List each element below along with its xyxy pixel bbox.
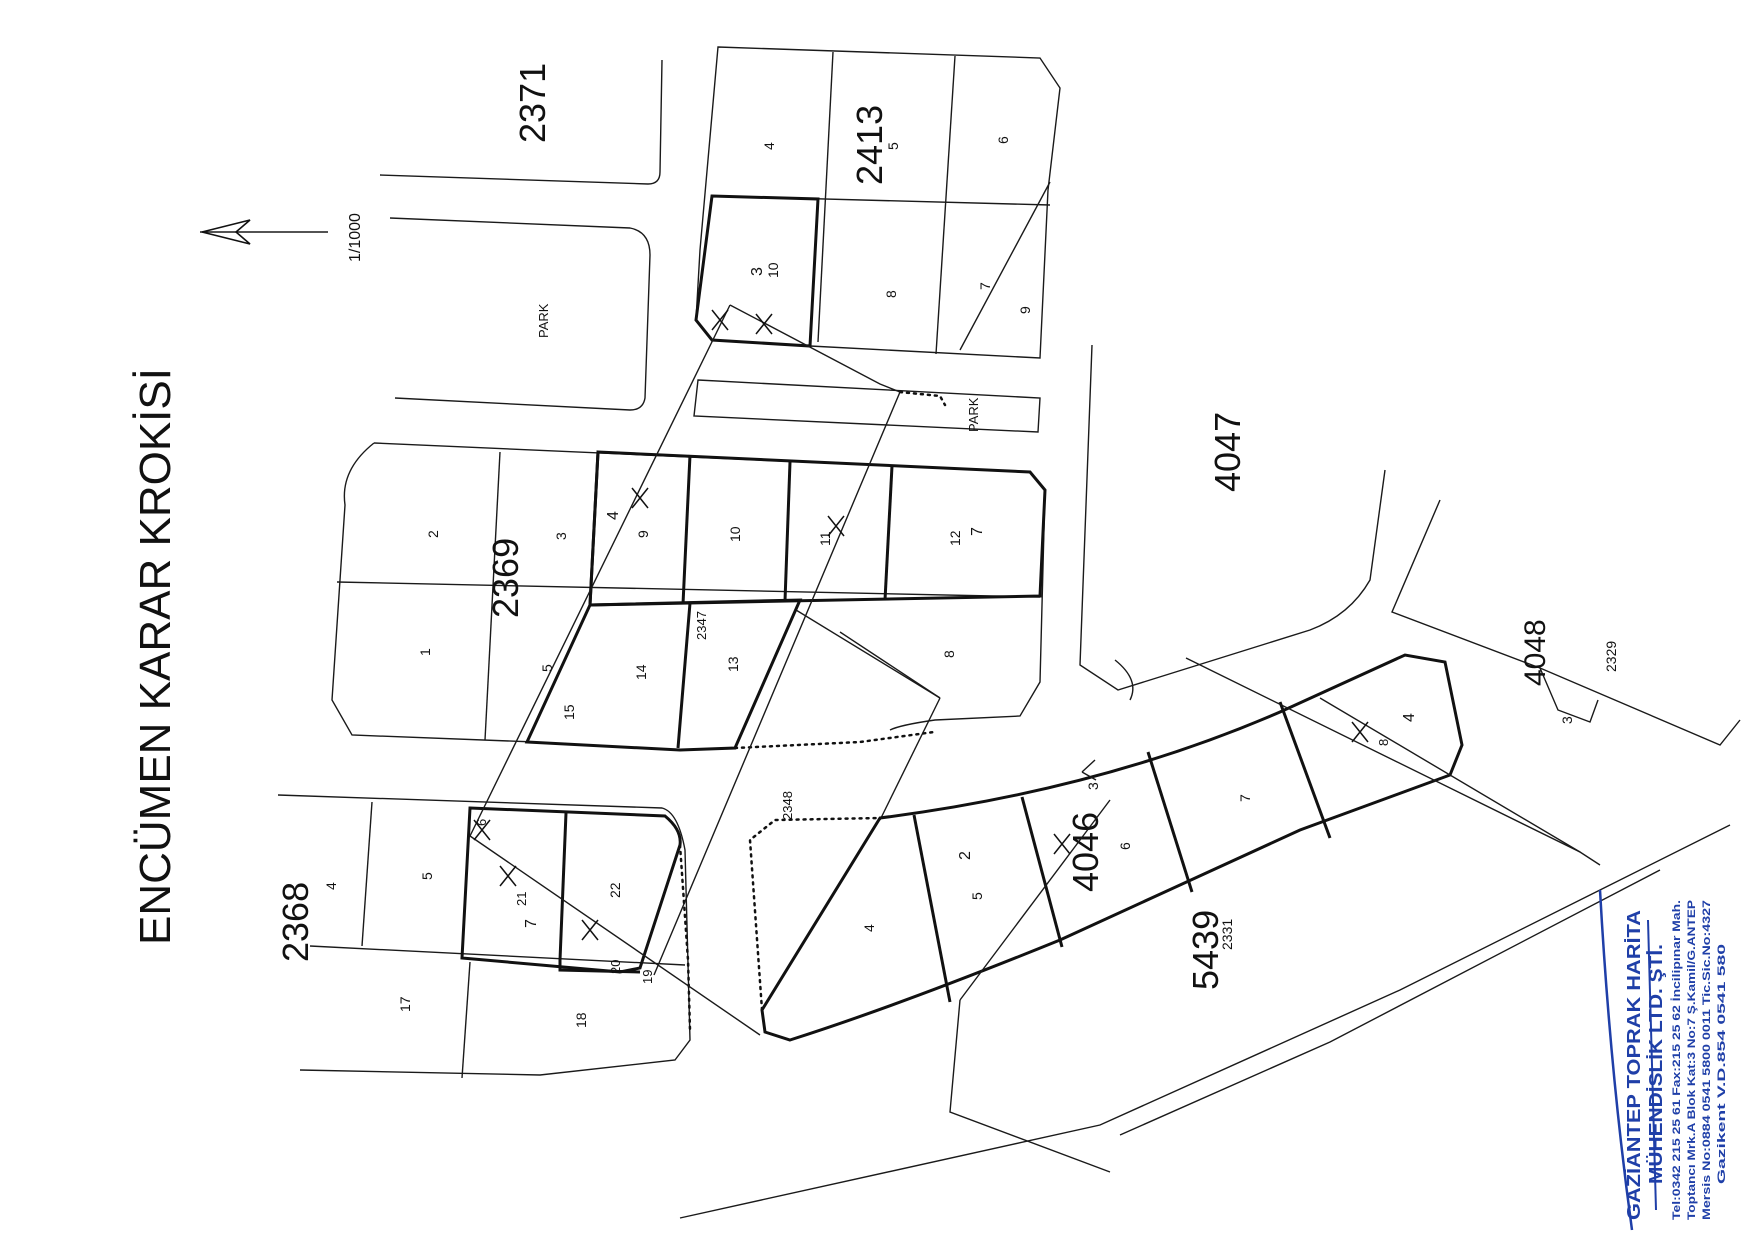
parcel-2368-22: 22 <box>607 882 623 898</box>
parcel-2368-17: 17 <box>397 996 413 1012</box>
block-2369-outline <box>331 442 1047 821</box>
park-strip-outline <box>693 379 1041 433</box>
stamp-line-1: GAZİANTEP TOPRAK HARİTA <box>1624 910 1644 1220</box>
parcel-2413-8: 8 <box>883 290 899 298</box>
parcel-2413-10: 10 <box>765 262 781 278</box>
minor-number-2329: 2329 <box>1603 641 1619 672</box>
parcel-2369-8: 8 <box>941 650 957 658</box>
parcel-2369-9: 9 <box>635 530 651 538</box>
parcel-2413-5: 5 <box>885 142 901 150</box>
block-number-4047: 4047 <box>1207 412 1248 492</box>
block-number-2369: 2369 <box>485 538 526 618</box>
parcel-2369-1: 1 <box>417 648 433 656</box>
parcel-2369-3: 3 <box>553 532 569 540</box>
parcel-2368-7: 7 <box>523 919 540 928</box>
block-4048-parcel-3 <box>1539 667 1599 723</box>
block-4047-outline <box>1079 344 1386 691</box>
company-stamp: GAZİANTEP TOPRAK HARİTA MÜHENDİSLİK LTD.… <box>1598 889 1728 1231</box>
parcel-2369-15: 15 <box>561 704 577 720</box>
north-arrow-icon <box>200 219 328 245</box>
parcel-2369-14: 14 <box>633 664 649 680</box>
block-2371-outline <box>379 59 663 411</box>
parcel-2369-4: 4 <box>605 511 622 520</box>
minor-number-2331: 2331 <box>1219 919 1235 950</box>
parcel-2413-3: 3 <box>749 267 766 276</box>
park-label: PARK <box>536 303 551 338</box>
scale-label: 1/1000 <box>347 213 364 262</box>
parcel-2369-13: 13 <box>725 656 741 672</box>
stamp-line-5: Mersis No:0884 0541 5800 0011 Tic.Sic.No… <box>1701 900 1713 1220</box>
parcel-2368-4: 4 <box>323 882 339 890</box>
block-number-2371: 2371 <box>512 63 553 143</box>
parcel-4046-3: 3 <box>1085 782 1101 790</box>
decision-lines <box>469 304 1581 1036</box>
block-number-2413: 2413 <box>849 105 890 185</box>
parcel-2413-4: 4 <box>761 142 777 150</box>
stamp-line-3: Tel:0342 215 25 61 Fax:215 25 62 İncilip… <box>1670 900 1683 1220</box>
map-title: ENCÜMEN KARAR KROKİSİ <box>131 368 180 945</box>
minor-number-2347: 2347 <box>694 611 709 640</box>
parcel-4046-4: 4 <box>861 924 877 932</box>
parcel-2368-20: 20 <box>608 960 623 974</box>
parcel-4048-3: 3 <box>1559 716 1575 724</box>
block-number-4048: 4048 <box>1519 619 1552 686</box>
block-number-2368: 2368 <box>275 882 316 962</box>
parcel-2413-6: 6 <box>995 136 1011 144</box>
parcel-2369-5: 5 <box>539 664 555 672</box>
parcel-2368-19: 19 <box>640 970 655 984</box>
parcel-4046-2: 2 <box>957 851 974 860</box>
parcel-2413-9: 9 <box>1017 306 1033 314</box>
parcel-2369-10: 10 <box>727 526 743 542</box>
block-4046-outline <box>748 653 1464 1042</box>
parcel-2369-12: 12 <box>947 530 963 546</box>
parcel-2368-5: 5 <box>419 872 435 880</box>
parcel-4046-6: 6 <box>1117 842 1133 850</box>
parcel-4046-8: 8 <box>1376 739 1391 746</box>
parcel-2369-2: 2 <box>425 530 441 538</box>
block-2368-outline <box>277 794 692 1079</box>
block-number-5439: 5439 <box>1185 910 1226 990</box>
parcel-2368-6: 6 <box>474 819 489 826</box>
park-strip-label: PARK <box>966 397 981 432</box>
minor-number-2348: 2348 <box>780 791 795 820</box>
parcel-4046-4b: 4 <box>1401 713 1418 722</box>
parcel-2413-7: 7 <box>977 282 993 290</box>
parcel-2369-7: 7 <box>969 527 986 536</box>
parcel-2368-21: 21 <box>514 892 529 906</box>
block-4048-outline <box>1391 499 1741 746</box>
stamp-line-4: Toptancı Mrk.A Blok Kat:3 No:7 Ş.Kamil/G… <box>1686 900 1698 1220</box>
block-2413-outline <box>694 46 1061 359</box>
parcel-4046-5: 5 <box>969 892 985 900</box>
stamp-line-6: Gazikent V.D.854 0541 580 <box>1716 944 1728 1184</box>
parcel-4046-7: 7 <box>1237 794 1253 802</box>
parcel-2368-18: 18 <box>573 1012 589 1028</box>
